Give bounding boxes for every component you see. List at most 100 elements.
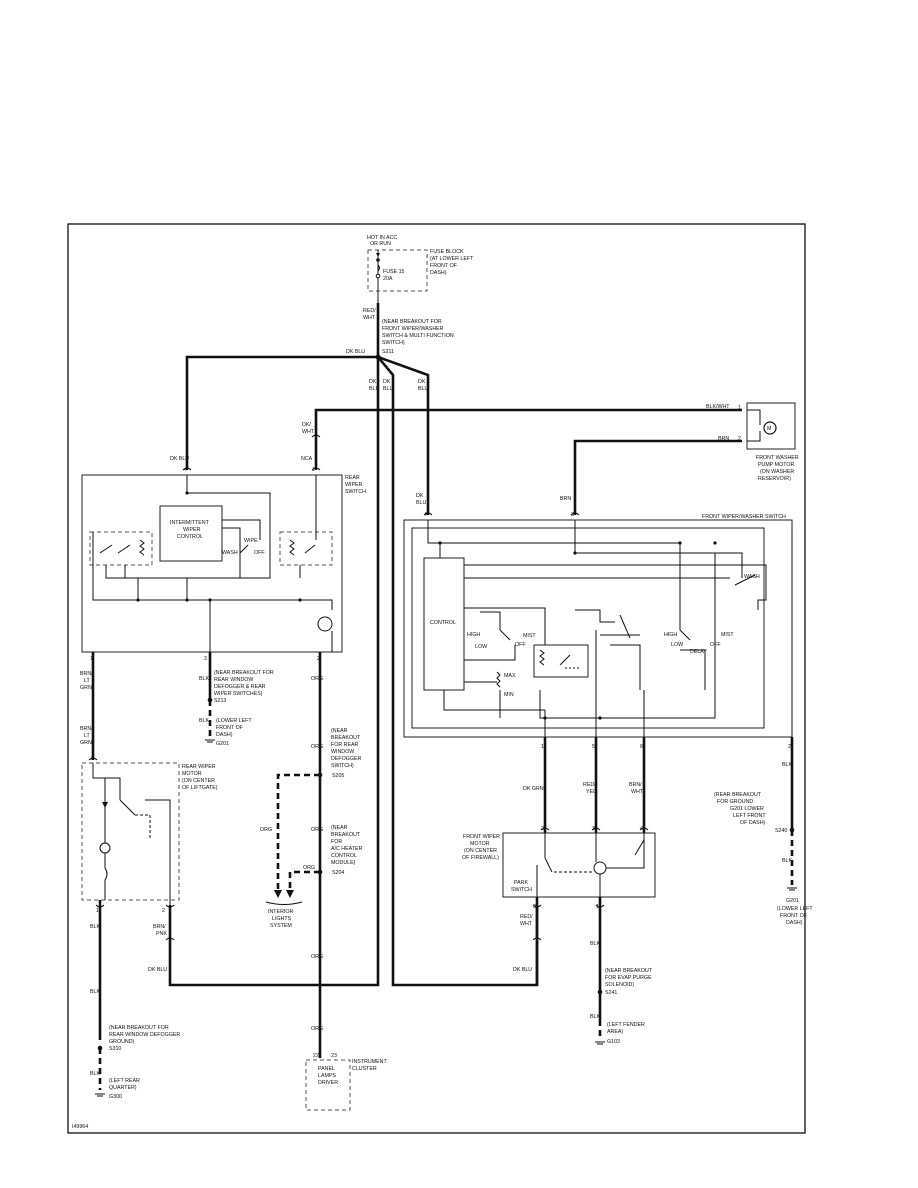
front-low-label-2: LOW	[671, 642, 683, 648]
fuse-amp-label: 20A	[383, 276, 393, 282]
rear-motor-label-1: REAR WIPER	[182, 764, 216, 770]
blk-label-s241-1: BLK	[590, 941, 600, 947]
s213-note-4: WIPER SWITCHES)	[214, 691, 263, 697]
nca-label: NCA	[301, 456, 313, 462]
s204-note-2: BREAKOUT	[331, 832, 361, 838]
interior-label-1: INTERIOR	[268, 909, 293, 915]
s241-note-2: FOR EVAP PURGE	[605, 975, 652, 981]
fuse-block-label: FUSE BLOCK	[430, 249, 464, 255]
brn-wht-label-1: BRN/	[629, 782, 642, 788]
wire-org-interior-2	[288, 870, 320, 890]
red-wht-b-label-1: RED/	[520, 914, 533, 920]
front-out-pin-6: 6	[640, 744, 643, 750]
pump-label-4: RESERVOIR)	[758, 476, 791, 482]
g103-label: G103	[607, 1039, 620, 1045]
brn-lt-grn-5: LT	[84, 733, 91, 739]
s205-note-2: BREAKOUT	[331, 735, 361, 741]
front-switch-pin-3: 3	[571, 512, 574, 518]
cluster-pin-23: 23	[331, 1053, 337, 1059]
s211-label: S211	[382, 349, 394, 355]
intermittent-label-1: INTERMITTENT	[170, 520, 210, 526]
blk-label-rm-2: BLK	[90, 989, 100, 995]
dk-blu-label-rear: DK BLU	[170, 456, 189, 462]
park-label-2: SWITCH	[511, 887, 532, 893]
splice-s240	[789, 827, 795, 833]
front-wiper-washer-switch: FRONT WIPER/WASHER SWITCH 4 3 CONTROL WA…	[403, 512, 793, 738]
rear-motor-pin-1: 1	[96, 908, 99, 914]
red-wht-label-1: RED/	[363, 308, 376, 314]
wire-dk-blu-rear-motor	[168, 357, 380, 987]
diagram-frame	[67, 223, 806, 1134]
rear-off-label: OFF	[254, 550, 265, 556]
park-label-1: PARK	[514, 880, 528, 886]
pump-label-2: PUMP MOTOR	[758, 462, 794, 468]
interior-lights-arrows	[265, 890, 303, 905]
front-low-label-1: LOW	[475, 644, 487, 650]
front-out-pin-2: 2	[788, 744, 791, 750]
rear-wipe-label: WIPE	[244, 538, 258, 544]
g300-note-1: (LEFT REAR	[109, 1078, 140, 1084]
rear-sw-out-pin-3: 3	[204, 656, 207, 662]
front-high-label-1: HIGH	[467, 632, 480, 638]
rear-sw-out-pin-1: 1	[90, 656, 93, 662]
pump-pin-2: 2	[738, 436, 741, 442]
fuse-block-loc-2: FRONT OF	[430, 263, 458, 269]
s240-label: S240	[775, 828, 787, 834]
s213-note-1: (NEAR BREAKOUT FOR	[214, 670, 274, 676]
s241-label: S241	[605, 990, 617, 996]
dk-blu-label-top: DK BLU	[346, 349, 365, 355]
g103-note-2: AREA)	[607, 1029, 623, 1035]
red-yel-label-1: RED/	[583, 782, 596, 788]
dk-label-3: DK	[418, 379, 426, 385]
front-switch-pin-4: 4	[424, 512, 427, 518]
rear-wiper-switch: REAR WIPER SWITCH 4 1 INTERMITTENT WIPER…	[81, 467, 366, 653]
g201-label-front: G201	[786, 898, 799, 904]
ground-g201-front	[787, 887, 797, 891]
pump-pin-1: 1	[738, 405, 741, 411]
blk-label-rm-1: BLK	[90, 924, 100, 930]
front-motor-label-2: MOTOR	[470, 841, 490, 847]
front-motor-label-1: FRONT WIPER	[463, 834, 500, 840]
dk-wht-label-2: WHT	[302, 429, 315, 435]
ground-g300	[95, 1093, 105, 1097]
front-motor-pin-3b: 3	[533, 904, 536, 910]
g201b-note-1: (LOWER LEFT	[777, 906, 813, 912]
s310-note-3: GROUND)	[109, 1039, 135, 1045]
s310-note-1: (NEAR BREAKOUT FOR	[109, 1025, 169, 1031]
s204-label: S204	[332, 870, 344, 876]
g201-note-3: DASH)	[216, 732, 233, 738]
rear-switch-pin-1: 1	[312, 467, 315, 473]
fuse-15-label: FUSE 15	[383, 269, 405, 275]
control-label: CONTROL	[430, 620, 456, 626]
g103-note-1: (LEFT FENDER	[607, 1022, 645, 1028]
rear-motor-label-3: (ON CENTER	[182, 778, 215, 784]
blu-label-3: BLU	[418, 386, 428, 392]
front-max-label: MAX	[504, 673, 516, 679]
ground-g103	[595, 1041, 605, 1045]
brn-pnk-label-2: PNK	[156, 931, 167, 937]
s204-note-5: CONTROL	[331, 853, 357, 859]
org-label-4: ORG	[311, 827, 323, 833]
wire-brn	[573, 439, 742, 515]
s205-note-1: (NEAR	[331, 728, 348, 734]
g201b-note-3: DASH)	[786, 920, 803, 926]
rear-switch-label-3: SWITCH	[345, 489, 366, 495]
org-label-5: ORG	[303, 865, 315, 871]
wire-dk-blu-rear	[185, 355, 378, 470]
s240-note-2: FOR GROUND	[717, 799, 753, 805]
instrument-label-1: INSTRUMENT	[352, 1059, 387, 1065]
front-wiper-motor: 2 3 4 FRONT WIPER MOTOR (ON CENTER OF FI…	[462, 826, 656, 898]
dk-wht-label-1: DK/	[302, 422, 311, 428]
ground-g201-rear	[205, 739, 215, 743]
splice-s241	[597, 989, 603, 995]
front-switch-label: FRONT WIPER/WASHER SWITCH	[702, 514, 786, 520]
front-high-label-2: HIGH	[664, 632, 677, 638]
s205-note-6: SWITCH)	[331, 763, 354, 769]
s205-note-4: WINDOW	[331, 749, 354, 755]
blk-label-rm-3: BLK	[90, 1071, 100, 1077]
s205-label: S205	[332, 773, 344, 779]
brn-wht-label-2: WHT	[631, 789, 644, 795]
front-wash-label: WASH	[744, 574, 760, 580]
s310-label: S310	[109, 1046, 121, 1052]
org-label-6: ORG	[311, 954, 323, 960]
